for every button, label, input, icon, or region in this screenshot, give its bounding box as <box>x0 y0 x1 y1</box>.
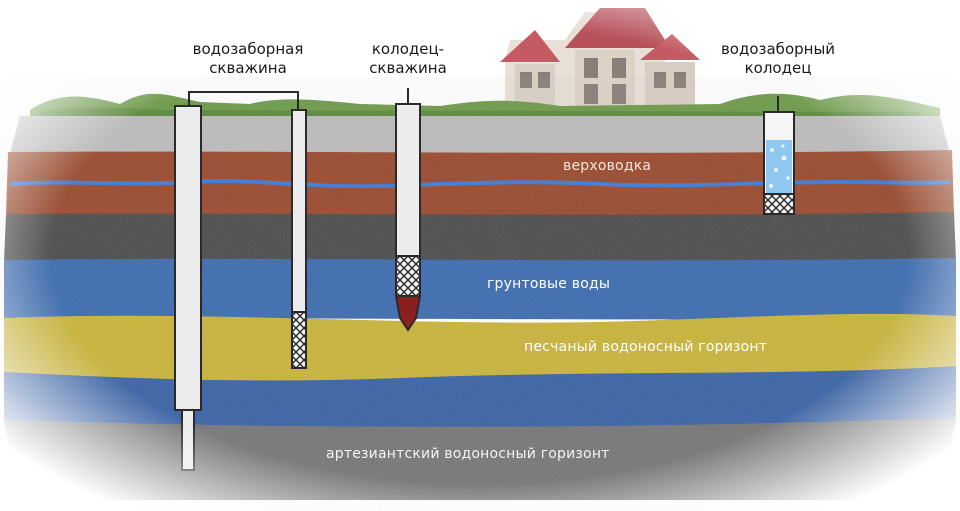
stratum-label-sand-aquifer: песчаный водоносный горизонт <box>524 339 768 355</box>
borehole-tail <box>181 409 195 471</box>
dug-well <box>763 96 795 215</box>
stratum-label-artesian: артезиантский водоносный горизонт <box>326 446 610 462</box>
well-borehole-label: колодец- скважина <box>350 40 466 78</box>
borehole-inner-pipe <box>291 109 307 313</box>
well-borehole <box>394 88 422 332</box>
borehole-casing <box>174 105 202 411</box>
well-borehole-label-line1: колодец- <box>371 40 445 58</box>
dug-well-filter <box>763 193 795 215</box>
borehole-filter <box>291 311 307 369</box>
dug-well-label: водозаборный колодец <box>708 40 848 78</box>
dug-well-label-line2: колодец <box>744 59 812 77</box>
stratum-label-groundwater: грунтовые воды <box>487 276 611 292</box>
well-borehole-casing <box>395 103 421 257</box>
borehole-label-line1: водозаборная <box>192 40 304 58</box>
stratum-label-perched: верховодка <box>563 158 652 174</box>
well-borehole-filter <box>395 255 421 297</box>
borehole-label: водозаборная скважина <box>178 40 318 78</box>
borehole-label-line2: скважина <box>209 59 287 77</box>
dug-well-label-line1: водозаборный <box>720 40 836 58</box>
well-borehole-label-line2: скважина <box>369 59 447 77</box>
